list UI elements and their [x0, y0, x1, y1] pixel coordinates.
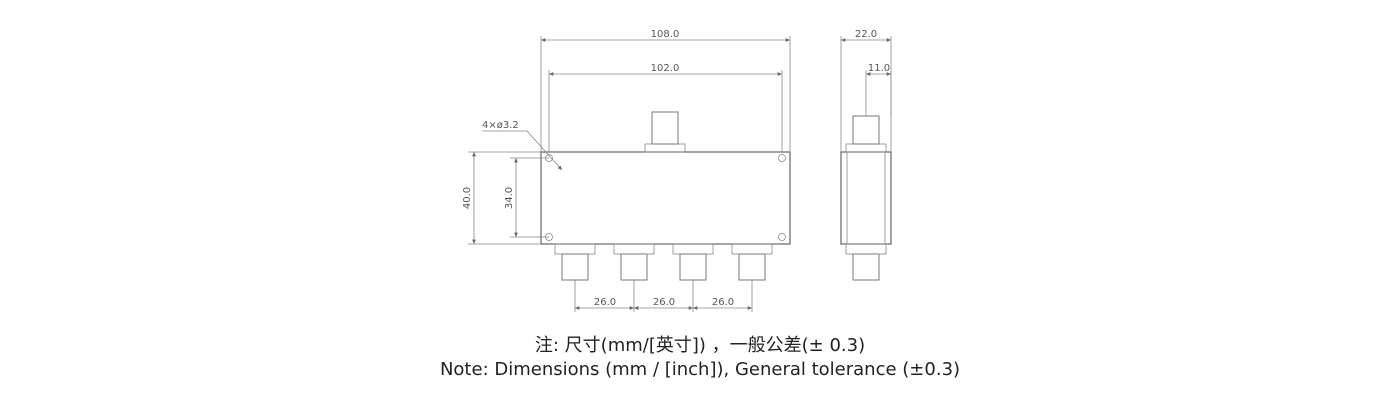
hole-callout: 4×ø3.2 — [482, 120, 519, 131]
input-connector — [644, 111, 686, 153]
note-chinese: 注: 尺寸(mm/[英寸]) ，一般公差(± 0.3) — [534, 335, 866, 356]
dim-pitch-1: 26.0 — [594, 297, 616, 308]
dim-pitch-2: 26.0 — [653, 297, 675, 308]
output-connector — [672, 243, 714, 281]
dim-pitch-3: 26.0 — [712, 297, 734, 308]
mounting-hole — [778, 233, 786, 241]
note-english: Note: Dimensions (mm / [inch]), General … — [439, 359, 961, 380]
dim-side-half: 11.0 — [868, 63, 890, 74]
dim-overall-height: 40.0 — [462, 187, 473, 209]
dim-hole-spacing: 102.0 — [651, 63, 680, 74]
front-view: 108.0 102.0 4×ø3.2 40.0 34.0 26.0 26.0 2… — [462, 29, 791, 312]
output-connector — [613, 243, 655, 281]
mechanical-drawing: 108.0 102.0 4×ø3.2 40.0 34.0 26.0 26.0 2… — [462, 29, 892, 312]
side-bottom-connector — [845, 243, 887, 281]
dim-overall-length: 108.0 — [651, 29, 680, 40]
dim-hole-height: 34.0 — [504, 187, 515, 209]
side-view: 22.0 11.0 — [840, 29, 892, 281]
dim-side-width: 22.0 — [855, 29, 877, 40]
side-body — [840, 151, 892, 245]
splitter-body — [540, 151, 791, 245]
mounting-hole — [778, 154, 786, 162]
output-connector — [554, 243, 596, 281]
output-connector — [731, 243, 773, 281]
side-top-connector — [845, 115, 887, 153]
